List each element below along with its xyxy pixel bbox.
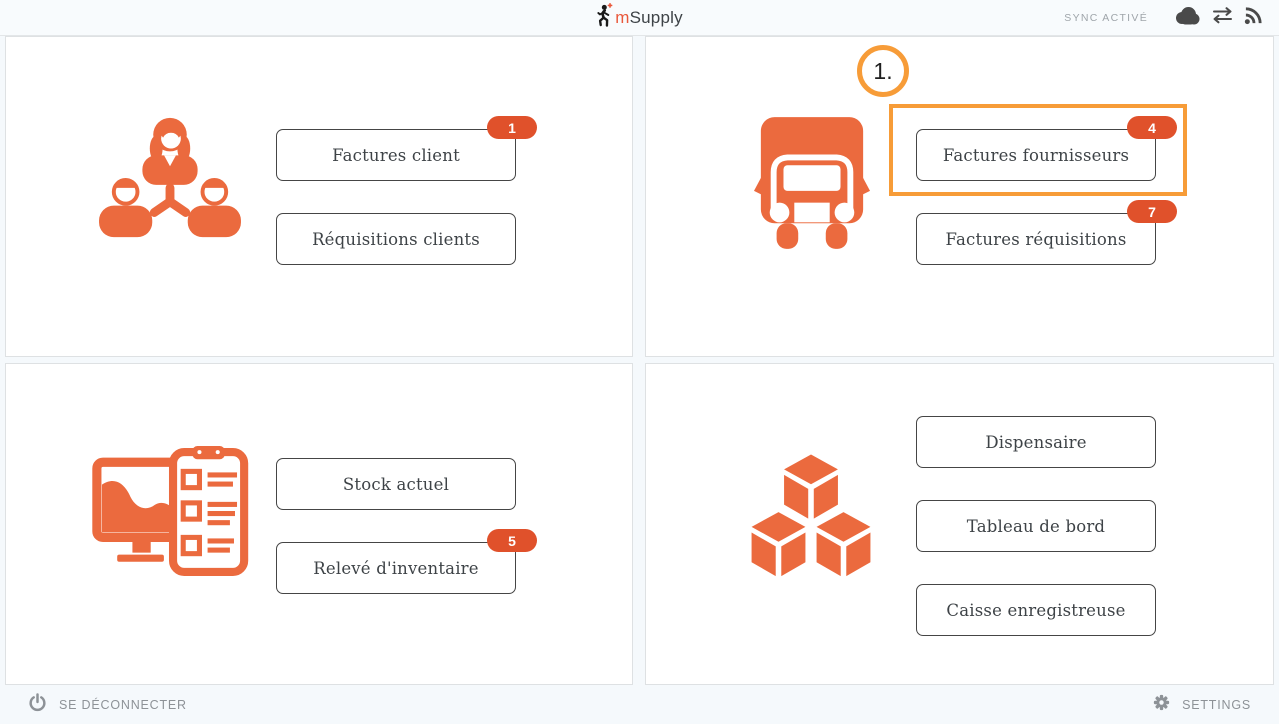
factures-requisitions-badge: 7 bbox=[1127, 200, 1177, 223]
button-label: Factures client bbox=[332, 145, 460, 165]
releve-inventaire-badge: 5 bbox=[487, 529, 537, 552]
cloud-icon bbox=[1173, 6, 1201, 30]
requisitions-clients-button[interactable]: Réquisitions clients bbox=[276, 213, 516, 265]
caisse-enregistreuse-button[interactable]: Caisse enregistreuse bbox=[916, 584, 1156, 636]
top-bar: mSupply SYNC ACTIVÉ bbox=[0, 0, 1279, 36]
settings-label: SETTINGS bbox=[1182, 698, 1251, 712]
power-icon bbox=[28, 693, 47, 717]
logout-button[interactable]: SE DÉCONNECTER bbox=[28, 693, 187, 717]
releve-inventaire-button[interactable]: Relevé d'inventaire 5 bbox=[276, 529, 537, 594]
msupply-logo: mSupply bbox=[596, 0, 683, 36]
sync-status-area: SYNC ACTIVÉ bbox=[1064, 0, 1263, 36]
step-number: 1. bbox=[873, 57, 893, 84]
logo-text: mSupply bbox=[615, 8, 683, 27]
running-person-logo-icon bbox=[596, 3, 612, 33]
tableau-de-bord-button[interactable]: Tableau de bord bbox=[916, 500, 1156, 552]
signal-icon bbox=[1244, 6, 1263, 30]
stock-panel: Stock actuel Relevé d'inventaire 5 bbox=[5, 363, 633, 685]
customers-icon bbox=[94, 111, 246, 254]
logout-label: SE DÉCONNECTER bbox=[59, 698, 187, 712]
modules-panel: Dispensaire Tableau de bord Caisse enreg… bbox=[645, 363, 1274, 685]
supplier-panel: 1. Factures fournisseurs 4 Factures réqu… bbox=[645, 36, 1274, 357]
dispensaire-button[interactable]: Dispensaire bbox=[916, 416, 1156, 468]
factures-fournisseurs-button[interactable]: Factures fournisseurs 4 bbox=[916, 116, 1177, 181]
gear-icon bbox=[1153, 694, 1170, 716]
stock-actuel-button[interactable]: Stock actuel bbox=[276, 458, 516, 510]
settings-button[interactable]: SETTINGS bbox=[1153, 694, 1251, 716]
factures-fournisseurs-badge: 4 bbox=[1127, 116, 1177, 139]
button-label: Factures fournisseurs bbox=[942, 145, 1130, 165]
button-label: Dispensaire bbox=[985, 432, 1087, 452]
bottom-bar: SE DÉCONNECTER SETTINGS bbox=[0, 686, 1279, 724]
cubes-icon bbox=[743, 448, 879, 583]
truck-icon bbox=[753, 113, 871, 256]
sync-arrows-icon bbox=[1212, 7, 1233, 29]
button-label: Factures réquisitions bbox=[945, 229, 1127, 249]
customer-panel: Factures client 1 Réquisitions clients bbox=[5, 36, 633, 357]
tutorial-step-annotation: 1. bbox=[857, 45, 909, 97]
stocktake-icon bbox=[91, 446, 249, 581]
sync-status-label: SYNC ACTIVÉ bbox=[1064, 12, 1148, 24]
button-label: Stock actuel bbox=[342, 474, 450, 494]
button-label: Réquisitions clients bbox=[312, 229, 480, 249]
factures-client-badge: 1 bbox=[487, 116, 537, 139]
factures-client-button[interactable]: Factures client 1 bbox=[276, 116, 537, 181]
button-label: Caisse enregistreuse bbox=[946, 600, 1126, 620]
button-label: Relevé d'inventaire bbox=[313, 558, 479, 578]
button-label: Tableau de bord bbox=[966, 516, 1106, 536]
factures-requisitions-button[interactable]: Factures réquisitions 7 bbox=[916, 200, 1177, 265]
